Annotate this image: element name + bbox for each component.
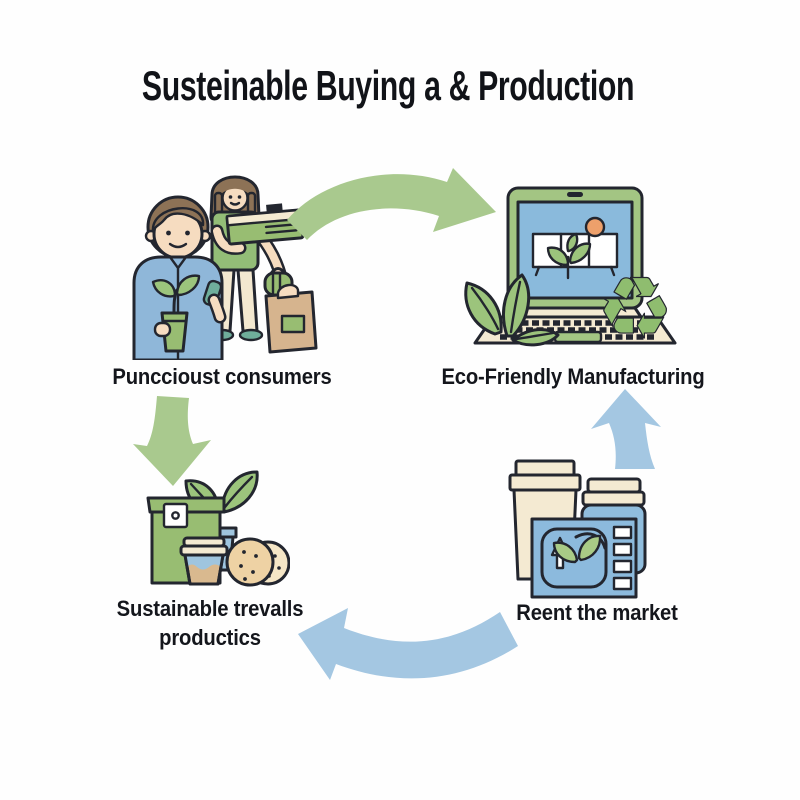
laptop-icon: ♻ — [464, 186, 677, 348]
up-arrow-icon — [591, 389, 661, 469]
label-products: Sustainable trevalls productics — [91, 594, 329, 652]
arrow-consumers-to-manufacturing — [283, 160, 498, 245]
arrow-consumers-to-products — [131, 394, 213, 488]
label-market: Reent the market — [516, 600, 678, 625]
page-title: Susteinable Buying a & Production — [141, 62, 635, 109]
curved-right-arrow-icon — [287, 168, 496, 240]
curved-left-arrow-icon — [298, 608, 518, 680]
leaf-icon — [464, 273, 560, 347]
down-arrow-icon — [133, 396, 211, 486]
shoppers-icon — [132, 175, 318, 360]
arrow-market-to-manufacturing — [591, 387, 663, 471]
laptop-recycle-illustration: ♻ — [455, 172, 690, 348]
coffee-cup-icon — [179, 536, 229, 586]
label-manufacturing: Eco-Friendly Manufacturing — [441, 364, 705, 389]
label-products-line1: Sustainable trevalls — [116, 596, 304, 621]
packaged-goods-icon — [508, 459, 647, 599]
green-box-icon — [225, 203, 305, 246]
eco-products-icon — [146, 470, 290, 587]
eco-label-card — [530, 517, 638, 599]
eco-products-illustration — [138, 452, 290, 592]
plant-pot-icon — [151, 274, 201, 353]
shopping-bag-icon — [263, 267, 318, 354]
man-figure — [132, 195, 227, 360]
label-products-line2: productics — [159, 625, 261, 650]
label-consumers: Punccioust consumers — [112, 364, 332, 389]
packaged-goods-illustration — [488, 443, 668, 608]
recycle-icon: ♻ — [596, 259, 673, 348]
arrow-market-to-products — [296, 606, 520, 696]
cookie-icon — [225, 537, 290, 587]
screen-plant-icon — [546, 232, 592, 280]
shoppers-illustration — [120, 165, 320, 360]
